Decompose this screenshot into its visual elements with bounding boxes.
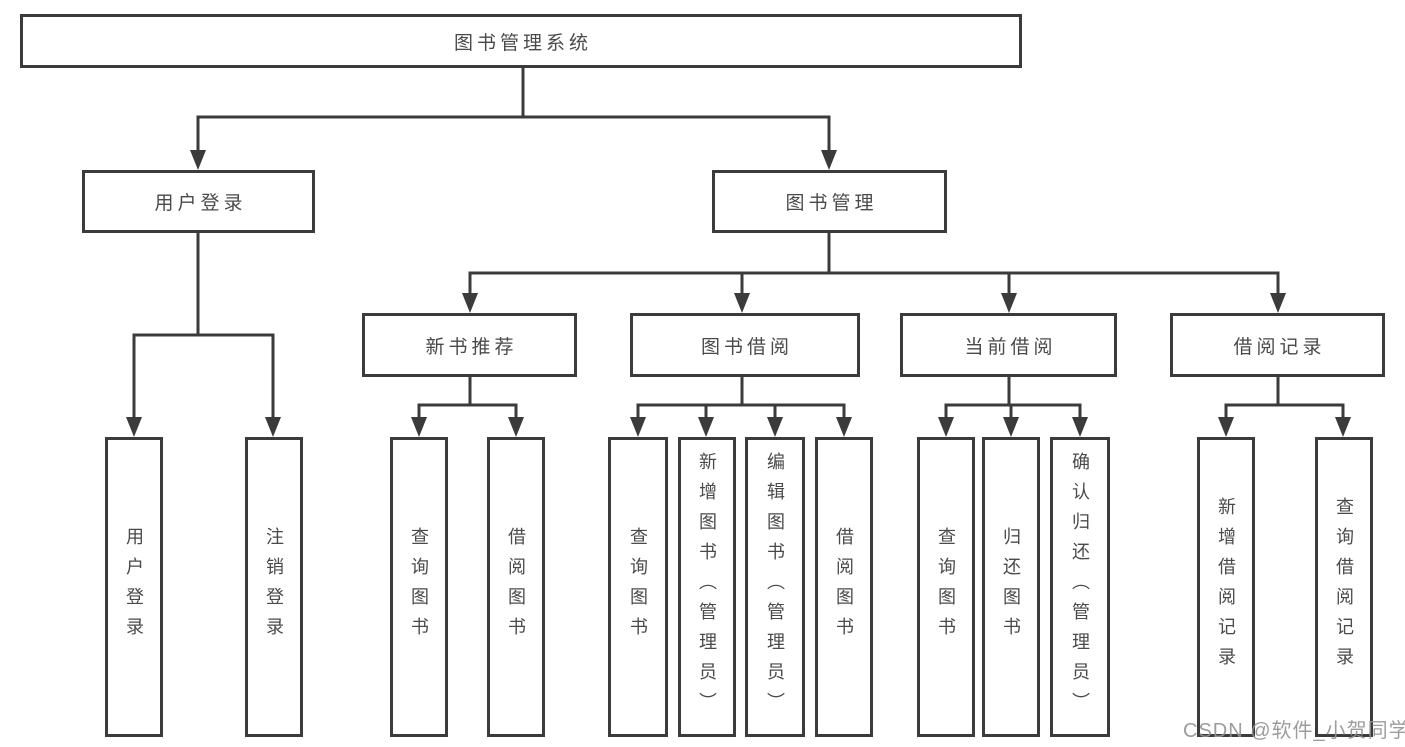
leaf-query-borrow-record: 查询借阅记录 [1315, 437, 1373, 737]
leaf-logout: 注销登录 [245, 437, 303, 737]
leaf-label: 新增借阅记录 [1216, 497, 1236, 677]
leaf-label: 注销登录 [264, 527, 284, 647]
leaf-label: 用户登录 [124, 527, 144, 647]
node-root: 图书管理系统 [20, 14, 1022, 68]
csdn-watermark: CSDN @软件_小贺同学 [1183, 720, 1405, 742]
leaf-borrow-books-1: 借阅图书 [487, 437, 545, 737]
leaf-return-book: 归还图书 [982, 437, 1040, 737]
leaf-label: 新增图书（管理员） [697, 452, 717, 722]
leaf-add-book-admin: 新增图书（管理员） [678, 437, 736, 737]
node-book-borrow: 图书借阅 [630, 313, 860, 377]
leaf-query-books-3: 查询图书 [917, 437, 975, 737]
tree-edges [132, 66, 1345, 424]
leaf-user-login: 用户登录 [105, 437, 163, 737]
leaf-label: 查询借阅记录 [1334, 497, 1354, 677]
node-borrow-records: 借阅记录 [1170, 313, 1385, 377]
leaf-label: 借阅图书 [834, 527, 854, 647]
leaf-label: 确认归还（管理员） [1070, 452, 1090, 722]
leaf-query-books-2: 查询图书 [608, 437, 668, 737]
leaf-label: 借阅图书 [506, 527, 526, 647]
arrow-heads [126, 150, 1351, 437]
leaf-add-borrow-record: 新增借阅记录 [1197, 437, 1255, 737]
leaf-label: 编辑图书（管理员） [765, 452, 785, 722]
leaf-edit-book-admin: 编辑图书（管理员） [745, 437, 805, 737]
node-user-login: 用户登录 [82, 170, 315, 233]
leaf-label: 查询图书 [409, 527, 429, 647]
leaf-label: 归还图书 [1001, 527, 1021, 647]
leaf-confirm-return-admin: 确认归还（管理员） [1050, 437, 1110, 737]
leaf-label: 查询图书 [628, 527, 648, 647]
node-book-management: 图书管理 [712, 170, 947, 233]
leaf-label: 查询图书 [936, 527, 956, 647]
node-new-book-recommend: 新书推荐 [362, 313, 577, 377]
node-current-borrow: 当前借阅 [900, 313, 1117, 377]
leaf-borrow-books-2: 借阅图书 [815, 437, 873, 737]
leaf-query-books-1: 查询图书 [390, 437, 448, 737]
